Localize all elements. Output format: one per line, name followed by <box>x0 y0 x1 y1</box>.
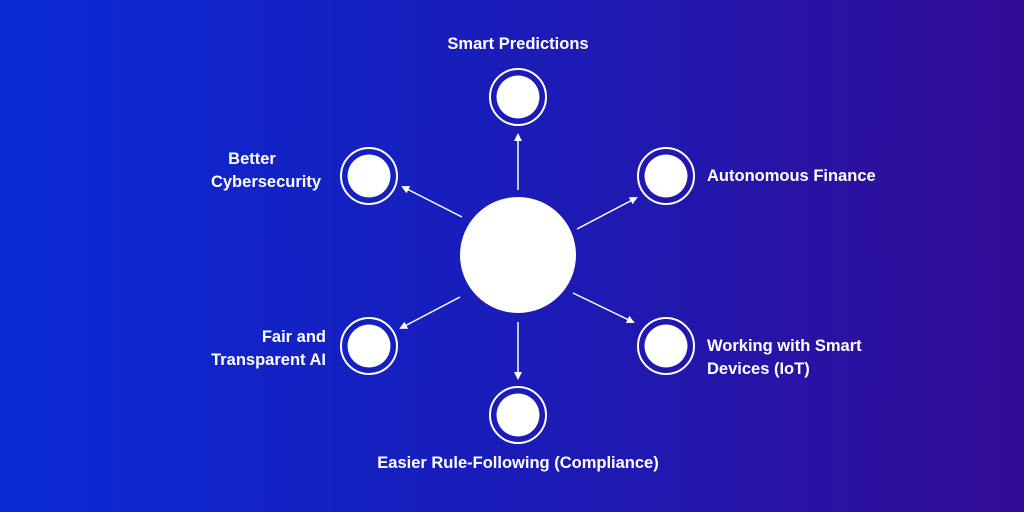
label-cyber-line1: Better <box>228 150 276 168</box>
node-top-right <box>637 147 695 205</box>
label-cyber-line2: Cybersecurity <box>210 173 322 191</box>
node-top-left <box>340 147 398 205</box>
label-better-cybersecurity: Better Cybersecurity <box>200 148 332 194</box>
node-bottom <box>489 386 547 444</box>
arrow-to-bottom-left <box>399 296 461 329</box>
node-bottom-right <box>637 317 695 375</box>
label-compliance: Easier Rule-Following (Compliance) <box>377 454 659 472</box>
label-smart-devices-line1: Working with Smart <box>707 337 862 355</box>
node-top <box>489 68 547 126</box>
center-hub-circle <box>460 197 576 313</box>
arrow-to-top-right <box>576 197 638 230</box>
node-bottom-left <box>340 317 398 375</box>
arrow-to-top-left <box>401 186 463 218</box>
label-fair-line1: Fair and <box>261 328 326 346</box>
label-smart-devices: Working with Smart Devices (IoT) <box>707 335 862 381</box>
label-smart-predictions: Smart Predictions <box>447 35 589 53</box>
label-fair-line2: Transparent AI <box>211 351 326 369</box>
arrow-to-bottom-right <box>572 292 635 323</box>
label-autonomous-finance: Autonomous Finance <box>707 167 876 185</box>
label-fair-transparent-ai: Fair and Transparent AI <box>160 326 326 372</box>
label-smart-devices-line2: Devices (IoT) <box>707 360 810 378</box>
